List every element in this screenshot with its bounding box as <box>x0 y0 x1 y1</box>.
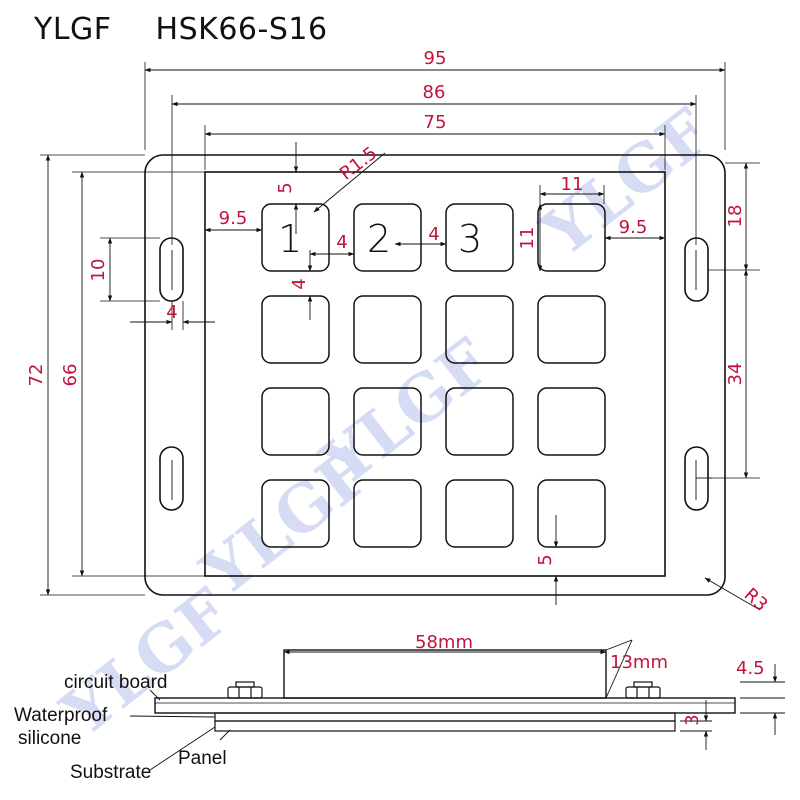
dim-slot-edge: 4 <box>166 302 177 323</box>
key-r4c1 <box>261 479 330 548</box>
slot-bottom-right <box>684 446 709 511</box>
key-r2c3 <box>445 295 514 364</box>
key-r4c3 <box>445 479 514 548</box>
dim-height-panel: 66 <box>60 364 81 387</box>
dim-height-outer: 72 <box>26 364 47 387</box>
watermark-text-3: YLGF <box>528 95 725 272</box>
key-r3c3 <box>445 387 514 456</box>
outer-plate <box>144 154 726 596</box>
key-r1c3 <box>445 203 514 272</box>
key-r2c4 <box>537 295 606 364</box>
component-block <box>283 649 607 699</box>
dim-slot-spacing: 34 <box>725 363 746 386</box>
key-r3c4 <box>537 387 606 456</box>
panel-layer <box>214 720 676 732</box>
extension-lines <box>40 62 760 596</box>
dim-gap-top: 5 <box>275 182 296 193</box>
dim-slot-length: 10 <box>88 259 109 282</box>
key-r2c1 <box>261 295 330 364</box>
side-view: 58mm 13mm 4.5 3 circuit board Waterproof… <box>14 632 785 783</box>
key-label-1: 1 <box>278 217 302 261</box>
mounting-slots <box>159 237 709 511</box>
key-label-3: 3 <box>458 217 482 261</box>
dim-gap-right: 9.5 <box>619 217 648 238</box>
label-circuit-board: circuit board <box>64 672 168 693</box>
label-substrate: Substrate <box>70 762 151 783</box>
dim-gap-h2: 4 <box>428 224 439 245</box>
nut-right <box>625 681 661 699</box>
dim-thickness-side: 4.5 <box>736 658 765 679</box>
dim-width-panel: 75 <box>424 112 447 133</box>
key-r1c2 <box>353 203 422 272</box>
dim-width-holes: 86 <box>423 82 446 103</box>
leader-r3 <box>704 577 761 611</box>
brand-name: YLGF <box>34 12 112 47</box>
label-waterproof: Waterproof <box>14 705 108 726</box>
key-r2c2 <box>353 295 422 364</box>
label-panel: Panel <box>178 748 227 769</box>
slot-top-right <box>684 237 709 302</box>
circuit-board-layer <box>154 697 736 714</box>
slot-top-left <box>159 237 184 302</box>
nut-left <box>227 681 263 699</box>
slot-bottom-left <box>159 446 184 511</box>
key-r4c2 <box>353 479 422 548</box>
label-silicone: silicone <box>18 728 81 749</box>
key-r3c1 <box>261 387 330 456</box>
drawing-title: YLGF HSK66-S16 <box>34 12 328 47</box>
key-label-2: 2 <box>367 217 391 261</box>
inner-panel <box>204 171 666 577</box>
dimension-lines <box>45 67 761 611</box>
dim-slot-top-offset: 18 <box>725 205 746 228</box>
silicone-layer <box>214 712 676 722</box>
dim-gap-left: 9.5 <box>219 208 248 229</box>
dim-key-height: 11 <box>517 227 538 250</box>
dim-key-width: 11 <box>561 174 584 195</box>
dim-gap-v: 4 <box>289 278 310 289</box>
dim-radius-key: R1.5 <box>336 143 381 185</box>
dim-thickness-panel: 3 <box>682 714 703 725</box>
model-number: HSK66-S16 <box>155 12 328 47</box>
key-r4c4 <box>537 479 606 548</box>
dim-width-outer: 95 <box>424 48 447 69</box>
leader-r1.5 <box>313 152 386 213</box>
key-r3c2 <box>353 387 422 456</box>
dim-gap-bottom: 5 <box>535 554 556 565</box>
center-marks <box>171 250 712 500</box>
dim-base-length: 58mm <box>415 632 473 653</box>
dim-total-height: 13mm <box>610 652 668 673</box>
watermark-text-2: YLGF <box>188 435 385 612</box>
dim-radius-corner: R3 <box>740 584 772 616</box>
dim-gap-h1: 4 <box>336 232 347 253</box>
